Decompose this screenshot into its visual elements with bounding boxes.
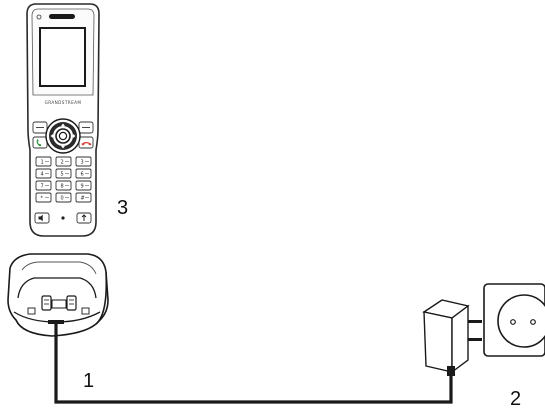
call-icon <box>36 139 42 147</box>
keypad-key: 6 <box>75 168 92 179</box>
keypad-key: 8 <box>55 180 72 191</box>
callout-2: 2 <box>510 388 522 410</box>
adapter-prong <box>468 320 482 323</box>
keypad-key: 9 <box>75 180 92 191</box>
speaker-icon <box>38 214 43 222</box>
power-cable <box>54 324 453 404</box>
transfer-icon <box>81 214 87 221</box>
bottom-row <box>34 212 92 224</box>
brand-label: GRANDSTREAM <box>45 100 82 105</box>
handset-screen <box>39 27 86 87</box>
keypad-key-label: 7 <box>41 184 44 190</box>
charging-contacts <box>41 295 77 311</box>
callout-3: 3 <box>117 197 129 219</box>
keypad-key-label: 6 <box>81 172 84 178</box>
keypad-key-label: 5 <box>61 172 64 178</box>
socket-face <box>497 294 545 348</box>
keypad-key: 3 <box>75 156 92 167</box>
keypad-key: 0 <box>55 192 72 203</box>
led-indicator <box>36 14 42 20</box>
keypad-key-label: 1 <box>41 160 44 166</box>
keypad-key-label: * <box>41 196 44 202</box>
wall-outlet <box>483 283 545 357</box>
keypad-key-label: # <box>81 196 85 202</box>
end-call-icon <box>81 142 92 146</box>
keypad-key: 7 <box>35 180 52 191</box>
keypad-key: 5 <box>55 168 72 179</box>
keypad-key-label: 4 <box>41 172 44 178</box>
keypad-key: * <box>35 192 52 203</box>
charging-cradle <box>7 253 109 337</box>
power-adapter <box>422 299 482 376</box>
earpiece <box>49 14 75 19</box>
keypad-key-label: 2 <box>61 160 64 166</box>
keypad: 1 2 3 4 5 6 7 8 9 * 0 # <box>35 156 92 203</box>
ok-button <box>55 128 71 144</box>
keypad-key-label: 8 <box>61 184 64 190</box>
dc-port <box>48 320 64 324</box>
dect-handset: GRANDSTREAM <box>26 3 100 237</box>
keypad-key-label: 0 <box>61 196 64 202</box>
callout-1: 1 <box>83 370 95 392</box>
socket-hole <box>510 319 516 325</box>
keypad-key: 1 <box>35 156 52 167</box>
socket-hole <box>530 319 536 325</box>
keypad-key: # <box>75 192 92 203</box>
adapter-prong <box>468 338 482 341</box>
keypad-key: 4 <box>35 168 52 179</box>
keypad-key: 2 <box>55 156 72 167</box>
microphone-dot <box>61 216 65 220</box>
keypad-key-label: 3 <box>81 160 84 166</box>
keypad-key-label: 9 <box>81 184 84 190</box>
navigation-pad <box>45 118 81 154</box>
